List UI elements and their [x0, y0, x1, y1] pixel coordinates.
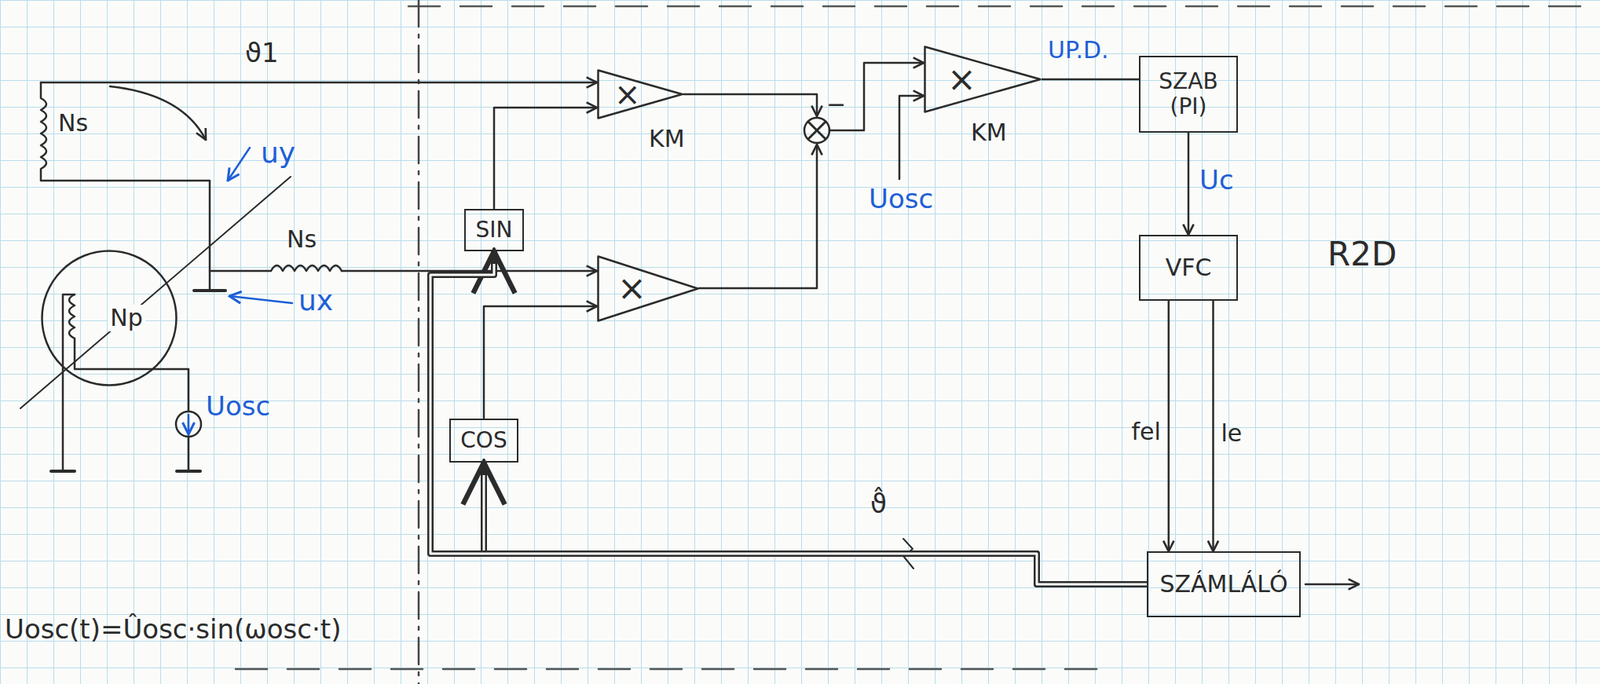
wire-line	[1187, 132, 1190, 235]
voltage-label: Uosc	[205, 391, 271, 422]
triangle-outline	[925, 47, 1041, 113]
summing-junction-cross	[808, 121, 826, 140]
bus-line	[430, 251, 1147, 585]
ground-symbol	[194, 289, 226, 293]
wire-line	[483, 306, 597, 419]
voltage-arrow	[229, 296, 293, 304]
signal-connector	[494, 107, 597, 209]
node-text: COS	[460, 428, 507, 454]
signal-label: ϑ̂	[870, 488, 887, 520]
bus-line-inner	[430, 263, 1147, 585]
signal-label: fel	[1131, 418, 1161, 447]
node-text: SZAB	[1158, 69, 1218, 95]
signal-connector	[483, 306, 597, 419]
signal-label: UP.D.	[1047, 36, 1110, 65]
node-text: SZÁMLÁLÓ	[1159, 571, 1288, 599]
signal-label: Uc	[1199, 164, 1234, 196]
triangle-outline	[598, 256, 699, 322]
multiplier-symbol: ×	[596, 255, 700, 323]
wire-line	[1211, 300, 1215, 552]
output-arrow	[1305, 583, 1359, 586]
voltage-label: Uosc	[868, 183, 934, 215]
signal-wire	[683, 94, 817, 117]
stator-coil	[40, 82, 210, 291]
ground-symbol	[176, 469, 201, 473]
gain-label: KM	[648, 125, 685, 154]
data-bus	[483, 462, 1147, 585]
gain-label: KM	[970, 119, 1007, 147]
node-text: SIN	[475, 217, 513, 243]
node-text: ×	[614, 76, 641, 113]
data-bus	[430, 251, 1147, 585]
signal-wire	[341, 270, 597, 273]
node-text: Np	[107, 304, 145, 333]
voltage-label: ux	[298, 284, 334, 317]
sin-block: SIN	[464, 208, 524, 252]
signal-connector	[1167, 300, 1169, 552]
angle-label: ϑ1	[245, 37, 279, 69]
signal-wire	[40, 81, 597, 85]
sign-label: −	[826, 91, 846, 119]
wire-line	[1167, 300, 1171, 552]
winding-label: Ns	[58, 109, 88, 138]
ground-symbol	[51, 469, 75, 473]
rotor-coil	[69, 294, 75, 339]
source-symbol	[175, 411, 202, 437]
signal-connector	[1041, 79, 1139, 81]
angle-arrow	[109, 86, 206, 140]
circle-outline	[42, 251, 177, 386]
node-text: ×	[617, 268, 647, 309]
signal-label: le	[1221, 420, 1243, 448]
multiplier-symbol: ×	[923, 45, 1042, 114]
multiplier-symbol: ×	[596, 69, 684, 120]
signal-connector	[1188, 132, 1190, 235]
bus-line	[483, 462, 1147, 585]
node-text: ×	[947, 59, 977, 100]
rotor-lead	[187, 436, 191, 472]
bus-line-inner	[483, 475, 1147, 585]
vfc-block: VFC	[1138, 234, 1238, 301]
signal-connector	[1212, 300, 1214, 552]
node-text: (PI)	[1170, 94, 1208, 120]
rotor-axis	[20, 176, 291, 409]
rotor-lead	[74, 338, 189, 412]
cos-block: COS	[449, 418, 519, 463]
wire-line	[494, 107, 597, 209]
source-arrow	[187, 414, 191, 435]
triangle-outline	[598, 70, 683, 119]
signal-wire	[899, 95, 924, 180]
resolver-circle: Np	[40, 249, 178, 387]
node-text: VFC	[1165, 254, 1212, 282]
controller-block: SZAB(PI)	[1138, 55, 1238, 133]
page-dash-bottom	[235, 668, 1100, 671]
voltage-label: uy	[260, 136, 296, 169]
signal-wire	[699, 144, 817, 289]
voltage-arrow	[227, 147, 250, 181]
triangle-outline	[596, 255, 700, 323]
stator-coil	[209, 265, 342, 271]
wire-line	[1041, 78, 1139, 81]
winding-label: Ns	[286, 226, 317, 254]
summing-junction	[804, 117, 830, 143]
page-dash-top	[408, 5, 1595, 8]
equation: Uosc(t)=Ûosc·sin(ωosc·t)	[4, 614, 341, 645]
counter-block: SZÁMLÁLÓ	[1146, 551, 1301, 618]
triangle-outline	[923, 45, 1042, 114]
separator-line	[417, 0, 421, 684]
diagram-name: R2D	[1327, 235, 1397, 274]
rotor-lead	[62, 294, 75, 472]
